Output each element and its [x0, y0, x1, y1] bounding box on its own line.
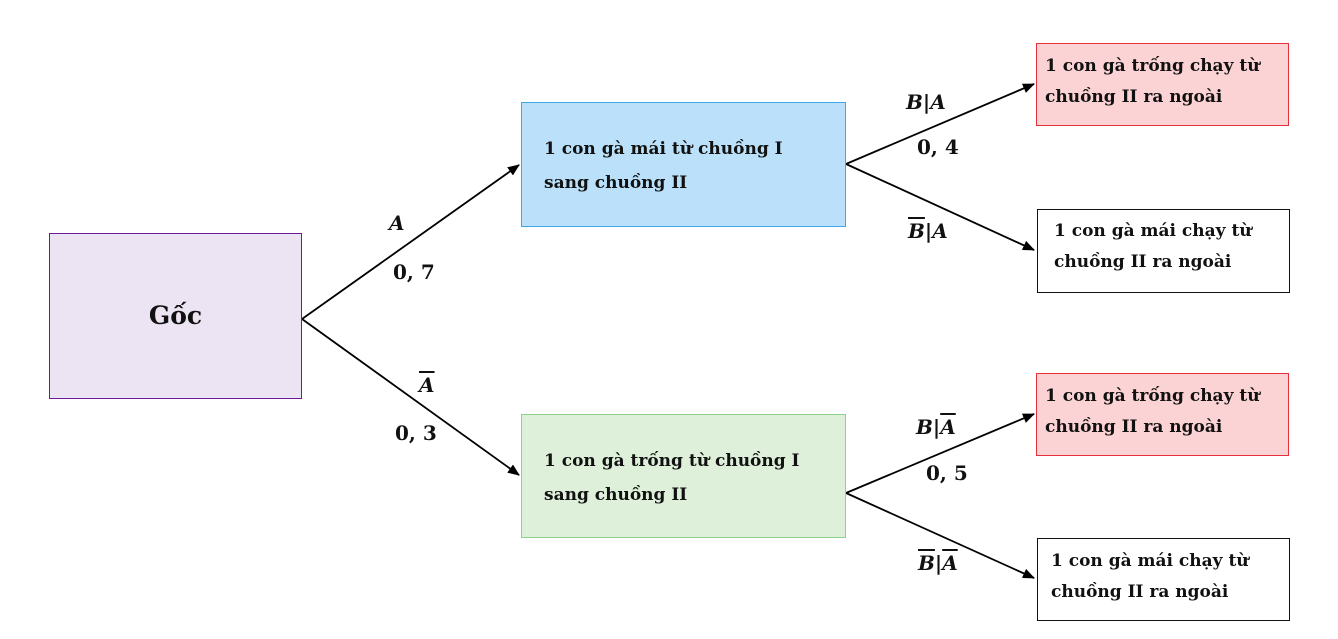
leaf-a-b-line2: chuồng II ra ngoài	[1045, 87, 1223, 107]
leaf-a-b-line1: 1 con gà trống chạy từ	[1045, 56, 1260, 76]
edge-not-a-to-b	[845, 413, 1035, 494]
edge-root-to-a	[301, 164, 520, 320]
leaf-not-a-not-b-line2: chuồng II ra ngoài	[1051, 582, 1229, 602]
leaf-a-not-b-line2: chuồng II ra ngoài	[1054, 252, 1232, 272]
node-rooster-moved: 1 con gà trống từ chuồng I sang chuồng I…	[521, 414, 846, 538]
edge-label-not-b-given-a: B|A	[908, 219, 948, 243]
edge-label-not-b-given-not-a: B|A	[918, 551, 958, 575]
event-b: B	[906, 90, 923, 114]
event-not-b: B	[918, 551, 935, 575]
node-rooster-moved-line1: 1 con gà trống từ chuồng I	[544, 451, 800, 471]
leaf-not-a-b-line1: 1 con gà trống chạy từ	[1045, 386, 1260, 406]
node-hen-moved-line1: 1 con gà mái từ chuồng I	[544, 139, 783, 159]
edge-prob-not-a: 0, 3	[395, 421, 437, 445]
leaf-not-a-not-b-line1: 1 con gà mái chạy từ	[1051, 551, 1249, 571]
node-rooster-moved-line2: sang chuồng II	[544, 485, 688, 505]
root-label: Gốc	[148, 301, 203, 330]
leaf-a-b: 1 con gà trống chạy từ chuồng II ra ngoà…	[1036, 43, 1289, 126]
edge-a-to-not-b	[845, 163, 1035, 251]
edge-a-to-b	[845, 83, 1035, 165]
event-not-b: B	[908, 219, 925, 243]
node-hen-moved: 1 con gà mái từ chuồng I sang chuồng II	[521, 102, 846, 227]
edge-prob-a: 0, 7	[393, 260, 435, 284]
edge-prob-b-given-a: 0, 4	[917, 135, 959, 159]
edge-label-b-given-a: B|A	[906, 90, 946, 114]
edge-root-to-not-a	[301, 318, 520, 476]
event-b: B	[916, 415, 933, 439]
leaf-a-not-b-line1: 1 con gà mái chạy từ	[1054, 221, 1252, 241]
leaf-not-a-b-line2: chuồng II ra ngoài	[1045, 417, 1223, 437]
event-not-a: A	[942, 551, 958, 575]
edge-label-a: A	[389, 211, 405, 235]
leaf-not-a-b: 1 con gà trống chạy từ chuồng II ra ngoà…	[1036, 373, 1289, 456]
root-node: Gốc	[49, 233, 302, 399]
edge-label-b-given-not-a: B|A	[916, 415, 956, 439]
node-hen-moved-line2: sang chuồng II	[544, 173, 688, 193]
leaf-not-a-not-b: 1 con gà mái chạy từ chuồng II ra ngoài	[1037, 538, 1290, 621]
leaf-a-not-b: 1 con gà mái chạy từ chuồng II ra ngoài	[1037, 209, 1290, 293]
event-a: A	[930, 90, 946, 114]
edge-prob-b-given-not-a: 0, 5	[926, 461, 968, 485]
event-a: A	[932, 219, 948, 243]
edge-not-a-to-not-b	[845, 492, 1035, 579]
edge-label-not-a: A	[419, 373, 435, 397]
event-not-a: A	[940, 415, 956, 439]
